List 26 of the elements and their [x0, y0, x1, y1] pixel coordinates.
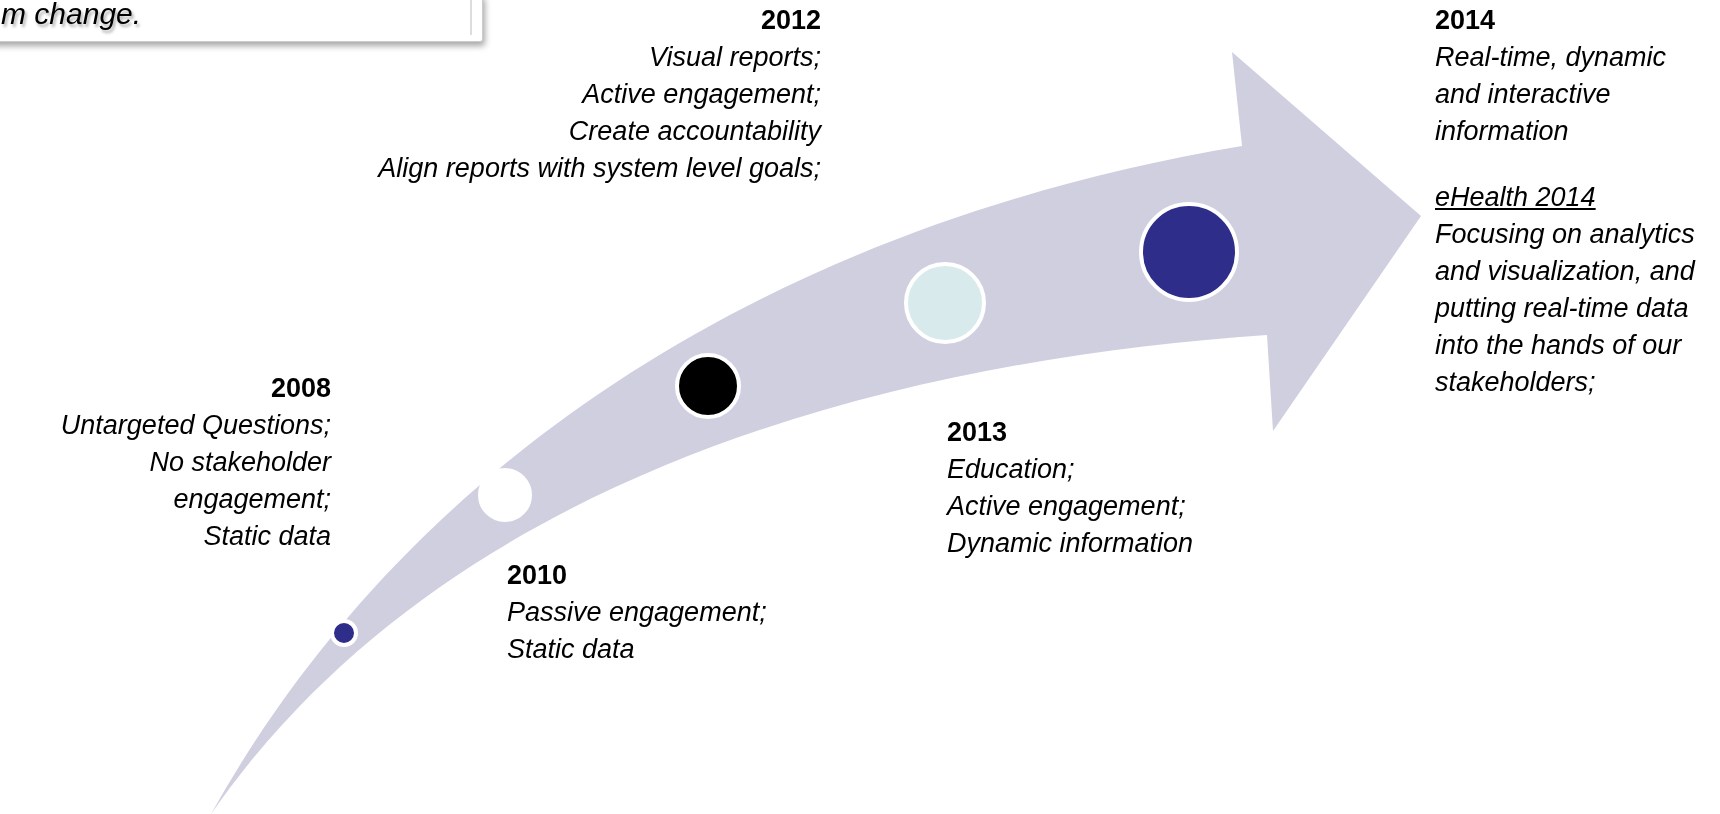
milestone-text: Focusing on analytics and visualization, and putting real-time data into the hands of our stakeholders;	[1435, 218, 1697, 399]
timeline-dot	[1139, 202, 1239, 302]
year-heading: 2013	[947, 416, 1008, 449]
year-heading: 2008	[270, 372, 331, 405]
milestone-text: Dynamic information	[947, 527, 1194, 560]
timeline-dot	[330, 619, 358, 647]
milestone-text: No stakeholder engagement;	[148, 446, 331, 516]
timeline-dot	[904, 262, 986, 344]
timeline-dot	[478, 468, 532, 522]
year-heading: 2012	[760, 4, 821, 37]
milestone-text: Active engagement;	[582, 78, 821, 111]
event-title: eHealth 2014	[1435, 181, 1596, 214]
milestone-text: Passive engagement;	[507, 596, 767, 629]
milestone-text: Untargeted Questions;	[60, 409, 331, 442]
milestone-text: Static data	[507, 633, 635, 666]
year-heading: 2014	[1435, 4, 1496, 37]
milestone-text: Education;	[947, 453, 1075, 486]
timeline-dot	[675, 353, 741, 419]
year-heading: 2010	[507, 559, 568, 592]
milestone-text: Align reports with system level goals;	[378, 152, 821, 185]
milestone-text: Static data	[203, 520, 331, 553]
milestone-text: Real-time, dynamic and interactive information	[1435, 41, 1668, 148]
milestone-text: Active engagement;	[947, 490, 1186, 523]
note-text: m change.	[1, 0, 142, 31]
milestone-text: Visual reports;	[648, 41, 821, 74]
milestone-text: Create accountability	[568, 115, 821, 148]
